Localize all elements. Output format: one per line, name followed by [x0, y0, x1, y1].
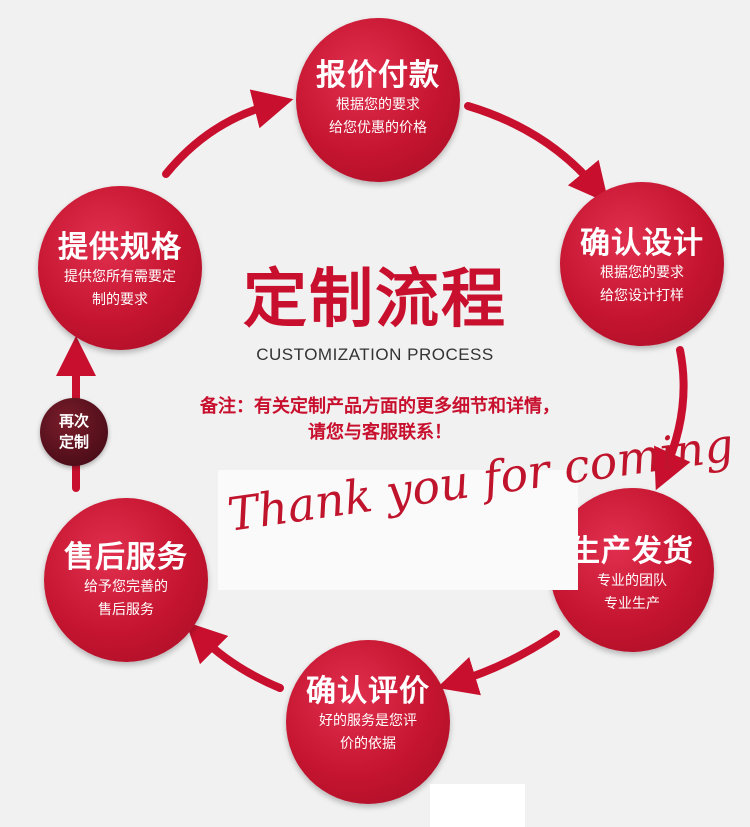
- step-confirm-review: 确认评价 好的服务是您评 价的依据: [286, 640, 450, 804]
- step-desc: 好的服务是您评: [319, 713, 417, 729]
- step-desc: 给您优惠的价格: [329, 120, 427, 136]
- arrow-production-to-review: [436, 630, 560, 696]
- step-title: 售后服务: [64, 540, 188, 575]
- step-desc: 价的依据: [340, 736, 396, 752]
- repeat-order-badge: 再次 定制: [40, 398, 108, 466]
- step-title: 确认设计: [580, 226, 704, 261]
- step-desc: 给您设计打样: [600, 288, 684, 304]
- step-title: 报价付款: [316, 58, 440, 93]
- center-subtitle: CUSTOMIZATION PROCESS: [256, 345, 494, 364]
- step-desc: 提供您所有需要定: [64, 269, 176, 285]
- step-provide-specs: 提供规格 提供您所有需要定 制的要求: [38, 186, 202, 350]
- repeat-line: 再次: [58, 412, 89, 430]
- step-confirm-design: 确认设计 根据您的要求 给您设计打样: [560, 182, 724, 346]
- step-desc: 售后服务: [98, 602, 154, 618]
- step-desc: 专业生产: [604, 596, 660, 612]
- center-title: 定制流程: [243, 263, 507, 337]
- step-desc: 根据您的要求: [600, 265, 684, 281]
- arrow-specs-to-pricing: [162, 89, 294, 178]
- arrow-design-to-production: [653, 346, 691, 491]
- contact-note: 备注：有关定制产品方面的更多细节和详情， 请您与客服联系！: [150, 394, 610, 446]
- arrow-pricing-to-design: [464, 102, 609, 204]
- step-after-sales: 售后服务 给予您完善的 售后服务: [44, 498, 208, 662]
- white-strip: [430, 784, 525, 827]
- step-desc: 根据您的要求: [336, 97, 420, 113]
- step-desc: 制的要求: [92, 292, 148, 308]
- repeat-line: 定制: [58, 433, 89, 451]
- arrow-review-to-aftersales: [185, 621, 284, 692]
- note-line: 请您与客服联系！: [308, 422, 452, 443]
- step-title: 提供规格: [58, 230, 182, 265]
- step-pricing-payment: 报价付款 根据您的要求 给您优惠的价格: [296, 18, 460, 182]
- step-desc: 给予您完善的: [84, 579, 168, 595]
- thanks-backdrop: [218, 470, 578, 590]
- note-line: 备注：有关定制产品方面的更多细节和详情，: [200, 396, 560, 417]
- step-desc: 专业的团队: [597, 573, 667, 589]
- step-title: 确认评价: [306, 674, 430, 709]
- step-title: 生产发货: [570, 534, 694, 569]
